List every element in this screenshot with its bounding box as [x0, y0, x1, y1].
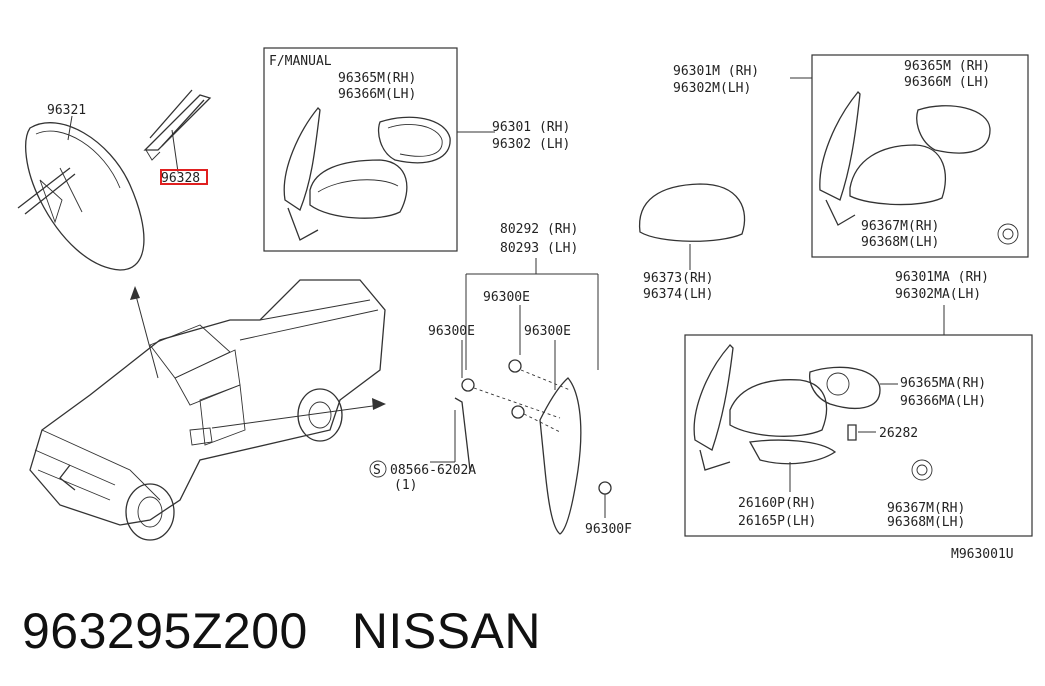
- label-96367m-ma: 96367M(RH): [887, 501, 965, 516]
- label-96302m: 96302M(LH): [673, 81, 751, 96]
- caption-part-number: 963295Z200: [22, 603, 308, 659]
- label-96300e-right: 96300E: [524, 324, 571, 339]
- ma-mirror-drawing: [693, 344, 933, 492]
- label-08566-6202a: 08566-6202A: [390, 463, 476, 478]
- label-96368m-ma: 96368M(LH): [887, 515, 965, 530]
- label-96366m-m: 96366M (LH): [904, 75, 990, 90]
- pointer-arrows: [130, 286, 386, 429]
- screw-symbol: S: [373, 463, 381, 478]
- label-80292: 80292 (RH): [500, 222, 578, 237]
- label-96321: 96321: [47, 103, 86, 118]
- label-96365m-fm: 96365M(RH): [338, 71, 416, 86]
- label-96365ma: 96365MA(RH): [900, 376, 986, 391]
- label-96302ma: 96302MA(LH): [895, 287, 981, 302]
- label-96368m-m: 96368M(LH): [861, 235, 939, 250]
- inside-mirror-drawing: [17, 115, 145, 271]
- highlighted-part-box: [160, 169, 208, 185]
- label-screw-qty: (1): [394, 478, 417, 493]
- m-mirror-drawing: [819, 91, 1019, 245]
- screw-symbol-circle: [369, 460, 387, 478]
- label-96301m: 96301M (RH): [673, 64, 759, 79]
- mirror-cover-drawing: [638, 183, 746, 270]
- label-96302: 96302 (LH): [492, 137, 570, 152]
- label-96366m-fm: 96366M(LH): [338, 87, 416, 102]
- label-96301ma: 96301MA (RH): [895, 270, 989, 285]
- part-labels: 96321 96328 F/MANUAL 96365M(RH) 96366M(L…: [47, 54, 1014, 562]
- label-80293: 80293 (LH): [500, 241, 578, 256]
- label-96366ma: 96366MA(LH): [900, 394, 986, 409]
- label-fmanual: F/MANUAL: [269, 54, 332, 69]
- label-96374: 96374(LH): [643, 287, 713, 302]
- label-26160p: 26160P(RH): [738, 496, 816, 511]
- figure-code: M963001U: [951, 547, 1014, 562]
- caption-brand: NISSAN: [351, 603, 541, 659]
- label-96373: 96373(RH): [643, 271, 713, 286]
- label-96300e-top: 96300E: [483, 290, 530, 305]
- label-96365m-m: 96365M (RH): [904, 59, 990, 74]
- label-96300f: 96300F: [585, 522, 632, 537]
- label-26282: 26282: [879, 426, 918, 441]
- finisher-drawing: [430, 258, 612, 535]
- ma-assembly-frame: [684, 334, 1033, 537]
- truck-drawing: [29, 279, 386, 541]
- m-assembly-frame: [811, 54, 1029, 258]
- caption: 963295Z200 NISSAN: [22, 596, 541, 666]
- fmanual-mirror-drawing: [283, 107, 451, 241]
- label-96300e-left: 96300E: [428, 324, 475, 339]
- label-96328: 96328: [161, 171, 200, 186]
- fmanual-frame: [263, 47, 458, 252]
- label-96301: 96301 (RH): [492, 120, 570, 135]
- mirror-clip-drawing: [143, 89, 212, 173]
- label-26165p: 26165P(LH): [738, 514, 816, 529]
- label-96367m-m: 96367M(RH): [861, 219, 939, 234]
- parts-diagram: 96321 96328 F/MANUAL 96365M(RH) 96366M(L…: [17, 47, 1033, 562]
